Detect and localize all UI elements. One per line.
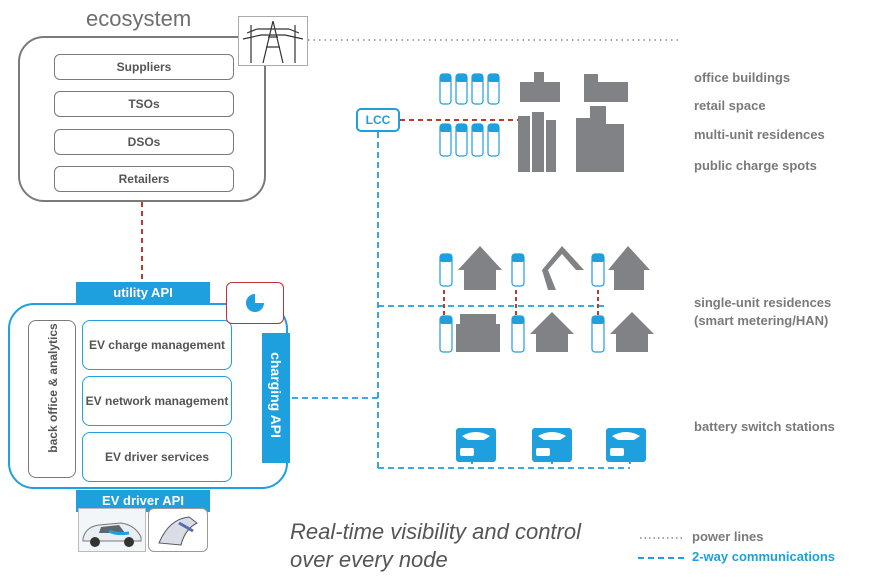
ev-plug-icon — [148, 508, 208, 552]
label-smart-metering: (smart metering/HAN) — [694, 313, 829, 328]
label-battery-switch-stations: battery switch stations — [694, 419, 835, 434]
label-office-buildings: office buildings — [694, 70, 791, 85]
service-ev-driver-services: EV driver services — [82, 432, 232, 482]
caption-line-1: Real-time visibility and control — [290, 519, 581, 544]
label-retail-space: retail space — [694, 98, 766, 113]
ecosystem-title: ecosystem — [86, 6, 192, 31]
commercial-building-cluster — [439, 72, 628, 172]
back-office-label: back office & analytics — [46, 323, 60, 453]
back-office-box: back office & analytics — [28, 320, 76, 478]
label-multi-unit-residences: multi-unit residences — [694, 127, 825, 142]
legend-power-lines: power lines — [692, 529, 764, 544]
battery-switch-stations — [456, 428, 646, 462]
charging-api-label: charging API — [268, 352, 284, 438]
charger-icon — [439, 73, 500, 157]
caption-line-2: over every node — [290, 547, 448, 572]
home-cluster — [439, 246, 654, 353]
ev-car-icon — [78, 508, 146, 552]
office-building-icon — [518, 72, 628, 172]
lcc-box: LCC — [356, 108, 400, 132]
ecosystem-item-tsos: TSOs — [54, 91, 234, 117]
transmission-tower-icon — [238, 16, 308, 66]
service-ev-network-management: EV network management — [82, 376, 232, 426]
ecosystem-item-retailers: Retailers — [54, 166, 234, 192]
utility-api-bar: utility API — [76, 282, 210, 304]
label-single-unit-residences: single-unit residences — [694, 295, 832, 310]
battery-switch-station-icon — [456, 428, 646, 462]
ecosystem-item-dsos: DSOs — [54, 129, 234, 155]
service-ev-charge-management: EV charge management — [82, 320, 232, 370]
house-icon — [456, 246, 654, 352]
label-public-charge-spots: public charge spots — [694, 158, 817, 173]
pie-chart-icon — [226, 282, 284, 324]
ecosystem-item-suppliers: Suppliers — [54, 54, 234, 80]
caption: Real-time visibility and control over ev… — [290, 518, 620, 574]
legend-2-way-communications: 2-way communications — [692, 549, 836, 564]
charging-api-bar: charging API — [262, 333, 290, 463]
ev-driver-api-bar: EV driver API — [76, 490, 210, 512]
